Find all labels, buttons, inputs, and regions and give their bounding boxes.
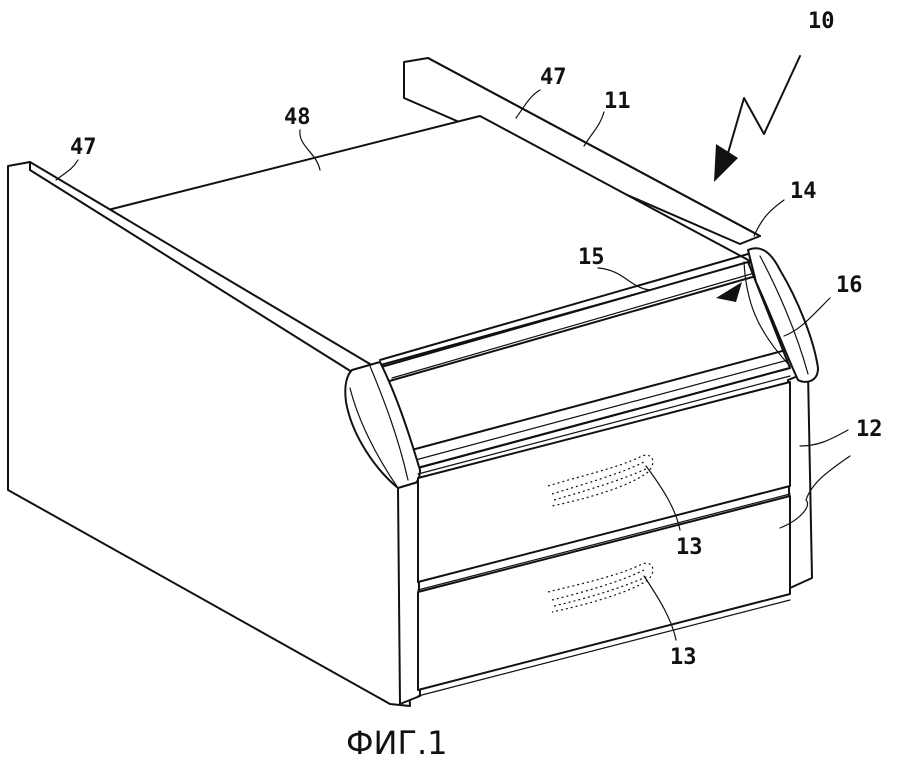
leader-12-upper: [799, 429, 849, 447]
label-15: 15: [578, 245, 605, 270]
label-14: 14: [790, 179, 817, 204]
label-10: 10: [808, 9, 835, 34]
leader-14: [753, 199, 785, 237]
arrow-16: [716, 282, 742, 302]
label-47-left: 47: [70, 135, 97, 160]
front-left-post: [397, 481, 421, 705]
label-47-right: 47: [540, 65, 567, 90]
leader-48: [299, 129, 321, 171]
label-13-lower: 13: [670, 645, 697, 670]
label-48: 48: [284, 105, 311, 130]
label-16: 16: [836, 273, 863, 298]
front-right-post: [787, 371, 813, 589]
leader-47-right: [515, 89, 541, 119]
leader-15: [597, 267, 651, 291]
label-13-upper: 13: [676, 535, 703, 560]
leader-12-lower: [779, 455, 851, 529]
label-12: 12: [856, 417, 883, 442]
rear-rail-11: [427, 57, 761, 237]
arrow-10-head: [714, 144, 738, 182]
leader-47-left: [55, 159, 79, 181]
handle-lower-13: [547, 562, 654, 613]
leader-16: [783, 297, 831, 337]
arrow-10: [725, 55, 801, 161]
label-11: 11: [604, 89, 631, 114]
figure-caption: ФИГ.1: [346, 724, 448, 762]
leader-13-upper: [645, 465, 681, 531]
handle-upper-13: [547, 454, 654, 507]
leader-11: [583, 111, 605, 147]
leader-13-lower: [643, 575, 677, 641]
